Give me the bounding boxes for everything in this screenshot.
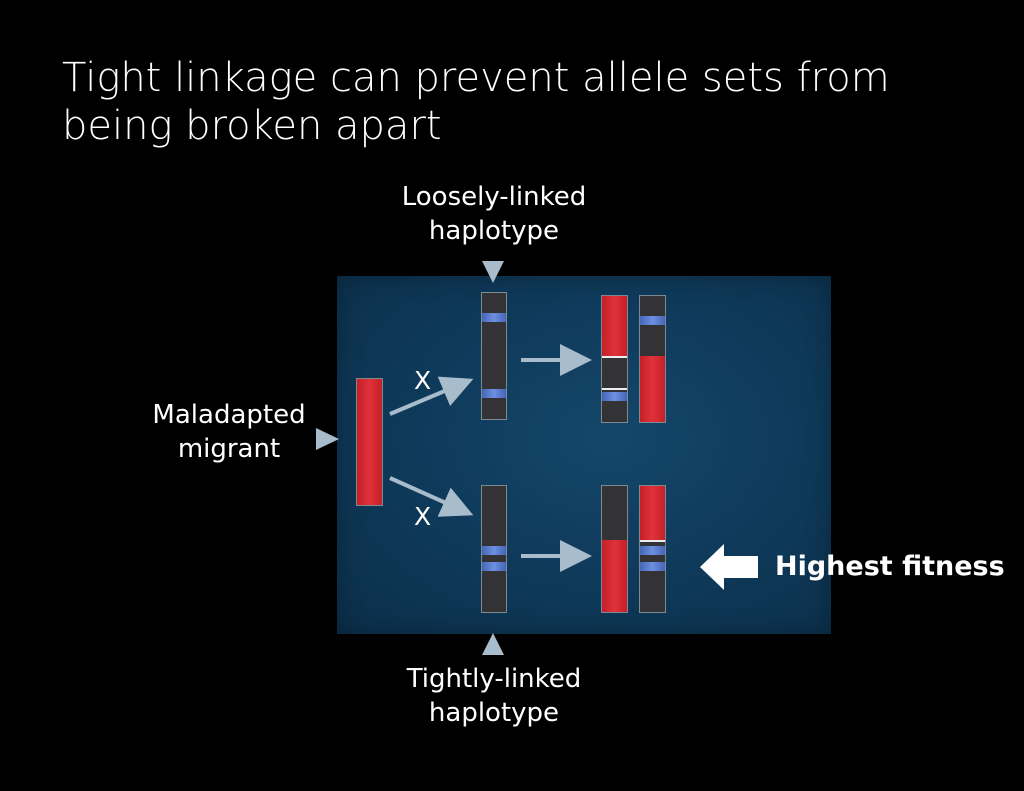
migrant-segment: [602, 296, 627, 356]
cross-arrow-upper-icon: [389, 376, 474, 416]
tightly-linked-pointer-icon: [482, 633, 504, 655]
loose-recombinant-chromosome-2: [639, 295, 666, 423]
cross-arrow-lower-icon: [389, 476, 474, 517]
allele-band: [640, 562, 665, 571]
segment-divider: [602, 356, 627, 358]
allele-band: [602, 392, 627, 401]
maladapted-migrant-label-line2: migrant: [177, 434, 281, 464]
migrant-pointer-icon: [316, 428, 339, 450]
cross-symbol-upper: X: [414, 366, 431, 395]
segment-divider: [640, 540, 665, 542]
slide-title: Tight linkage can prevent allele sets fr…: [62, 55, 890, 149]
tight-recombinant-chromosome-2: [639, 485, 666, 613]
migrant-segment: [640, 356, 665, 422]
tight-recombinant-chromosome-1: [601, 485, 628, 613]
migrant-segment: [602, 540, 627, 612]
allele-band: [640, 316, 665, 325]
maladapted-migrant-label-line1: Maladapted: [152, 400, 306, 430]
allele-band: [482, 313, 506, 322]
tightly-linked-label-line2: haplotype: [428, 698, 560, 728]
allele-band: [482, 562, 506, 571]
highest-fitness-arrow-icon: [700, 544, 758, 590]
migrant-segment: [640, 486, 665, 540]
cross-symbol-lower: X: [414, 502, 431, 531]
migrant-chromosome: [356, 378, 383, 506]
maladapted-migrant-label: Maladapted migrant: [140, 398, 318, 466]
allele-band: [482, 546, 506, 555]
allele-band: [482, 389, 506, 398]
segment-divider: [602, 388, 627, 390]
highest-fitness-label: Highest fitness: [775, 551, 1005, 582]
tightly-linked-label: Tightly-linked haplotype: [386, 662, 602, 730]
allele-band: [640, 546, 665, 555]
loosely-linked-chromosome: [481, 292, 507, 420]
loose-recombinant-chromosome-1: [601, 295, 628, 423]
tightly-linked-chromosome: [481, 485, 507, 613]
loosely-linked-pointer-icon: [482, 261, 504, 283]
loosely-linked-label: Loosely-linked haplotype: [382, 180, 606, 248]
tightly-linked-label-line1: Tightly-linked: [406, 664, 582, 694]
loosely-linked-label-line1: Loosely-linked: [401, 182, 587, 212]
loosely-linked-label-line2: haplotype: [428, 216, 560, 246]
